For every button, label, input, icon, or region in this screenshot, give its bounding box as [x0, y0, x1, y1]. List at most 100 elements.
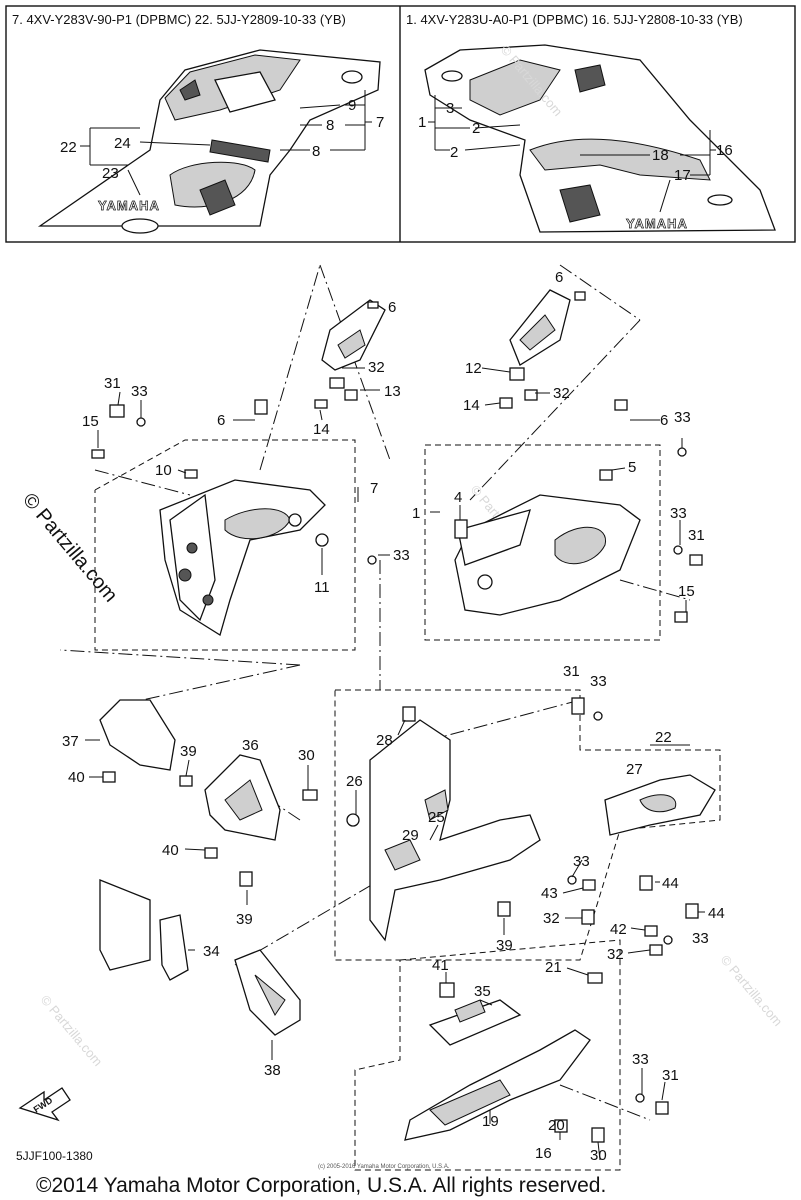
repeat-watermark-3: © Partzilla.com — [38, 992, 106, 1069]
cowling-bracket-right — [509, 289, 571, 366]
callout-32-c: 32 — [543, 910, 560, 927]
callout-16: 16 — [535, 1145, 552, 1162]
fwd-arrow-icon: FWD — [18, 1087, 71, 1122]
right-header-leaders — [428, 95, 716, 213]
callout-right-2a: 2 — [472, 120, 480, 137]
left-fairing-graphic: YAMAHA — [37, 49, 381, 234]
callout-right-1: 1 — [418, 114, 426, 131]
callout-43: 43 — [541, 885, 558, 902]
callout-10: 10 — [155, 462, 172, 479]
callout-33-h: 33 — [632, 1051, 649, 1068]
callout-left-22: 22 — [60, 139, 77, 156]
callout-27: 27 — [626, 761, 643, 778]
hardware — [91, 291, 703, 1143]
callout-15-b: 15 — [678, 583, 695, 600]
callout-right-2b: 2 — [450, 144, 458, 161]
lower-cowling-16 — [404, 1029, 591, 1141]
callout-left-23: 23 — [102, 165, 119, 182]
callout-32-b: 32 — [553, 385, 570, 402]
left-header-leaders — [80, 90, 372, 196]
callout-42: 42 — [610, 921, 627, 938]
callout-38: 38 — [264, 1062, 281, 1079]
inner-panel-left — [99, 699, 176, 771]
callout-1: 1 — [412, 505, 420, 522]
callout-left-8a: 8 — [326, 117, 334, 134]
copyright-footer: ©2014 Yamaha Motor Corporation, U.S.A. A… — [36, 1174, 606, 1197]
callout-33-e: 33 — [590, 673, 607, 690]
callout-right-17: 17 — [674, 167, 691, 184]
callout-39-b: 39 — [236, 911, 253, 928]
callout-11: 11 — [314, 579, 330, 596]
callout-left-8b: 8 — [312, 143, 320, 160]
callout-32-d: 32 — [607, 946, 624, 963]
callout-31-c: 31 — [563, 663, 580, 680]
callout-33-f: 33 — [573, 853, 590, 870]
callout-14-b: 14 — [463, 397, 480, 414]
callout-33-a: 33 — [131, 383, 148, 400]
callout-21: 21 — [545, 959, 562, 976]
lower-panel-38 — [234, 949, 301, 1036]
callout-30-b: 30 — [590, 1147, 607, 1164]
callout-28: 28 — [376, 732, 393, 749]
callout-35: 35 — [474, 983, 491, 1000]
callout-44-a: 44 — [662, 875, 679, 892]
callout-left-24: 24 — [114, 135, 131, 152]
callout-40-a: 40 — [68, 769, 85, 786]
callout-40-b: 40 — [162, 842, 179, 859]
callout-19: 19 — [482, 1113, 499, 1130]
callout-30-a: 30 — [298, 747, 315, 764]
callout-right-18: 18 — [652, 147, 669, 164]
callout-37: 37 — [62, 733, 79, 750]
side-watermark: © Partzilla.com — [18, 489, 121, 606]
callout-right-16: 16 — [716, 142, 733, 159]
callout-13: 13 — [384, 383, 401, 400]
callout-labels: 6 32 13 14 31 33 15 6 10 7 11 33 6 12 32… — [62, 269, 725, 1164]
callout-22: 22 — [655, 729, 672, 746]
callout-right-3: 3 — [446, 100, 454, 117]
left-header-title: 7. 4XV-Y283V-90-P1 (DPBMC) 22. 5JJ-Y2809… — [12, 12, 346, 27]
inner-panel-center — [204, 754, 281, 841]
repeat-watermark-4: © Partzilla.com — [718, 952, 786, 1029]
callout-39-a: 39 — [180, 743, 197, 760]
callout-33-g: 33 — [692, 930, 709, 947]
callout-leaders — [85, 367, 705, 1161]
callout-left-7: 7 — [376, 114, 384, 131]
callout-29: 29 — [402, 827, 419, 844]
right-fairing-graphic: YAMAHA — [424, 44, 776, 233]
callout-44-b: 44 — [708, 905, 725, 922]
cowling-bracket-left — [321, 299, 386, 371]
callout-41: 41 — [432, 957, 449, 974]
callout-31-d: 31 — [662, 1067, 679, 1084]
brand-right: YAMAHA — [626, 216, 688, 231]
callout-31-b: 31 — [688, 527, 705, 544]
under-cowling-27 — [604, 774, 716, 836]
bracket-35 — [428, 999, 522, 1046]
side-cowling-left — [159, 479, 326, 637]
callout-20: 20 — [548, 1117, 565, 1134]
callout-12: 12 — [465, 360, 482, 377]
callout-7: 7 — [370, 480, 378, 497]
brand-left: YAMAHA — [98, 198, 160, 213]
callout-6-d: 6 — [660, 412, 668, 429]
callout-4: 4 — [454, 489, 462, 506]
callout-33-d: 33 — [670, 505, 687, 522]
callout-36: 36 — [242, 737, 259, 754]
callout-left-9: 9 — [348, 97, 356, 114]
callout-6-b: 6 — [217, 412, 225, 429]
callout-14-a: 14 — [313, 421, 330, 438]
heat-protector-34 — [99, 879, 189, 981]
diagram-code: 5JJF100-1380 — [16, 1149, 93, 1163]
callout-26: 26 — [346, 773, 363, 790]
fine-print: (c) 2005-2016 Yamaha Motor Corporation, … — [318, 1164, 450, 1170]
callout-32-a: 32 — [368, 359, 385, 376]
callout-33-c: 33 — [674, 409, 691, 426]
callout-6-a: 6 — [388, 299, 396, 316]
callout-5: 5 — [628, 459, 636, 476]
callout-33-b: 33 — [393, 547, 410, 564]
under-cowling-25 — [369, 719, 541, 942]
callout-39-c: 39 — [496, 937, 513, 954]
callout-6-c: 6 — [555, 269, 563, 286]
right-header-title: 1. 4XV-Y283U-A0-P1 (DPBMC) 16. 5JJ-Y2808… — [406, 12, 743, 27]
callout-15-a: 15 — [82, 413, 99, 430]
